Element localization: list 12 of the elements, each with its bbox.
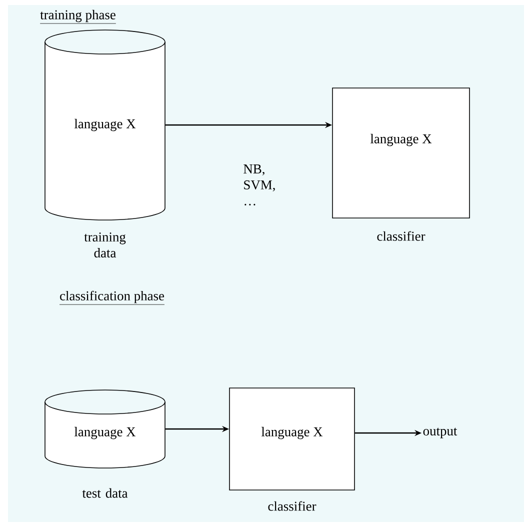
output-text: output	[423, 428, 458, 438]
classifier-box: language X	[229, 388, 355, 490]
node-label: classifier	[268, 501, 316, 511]
section-heading: training phase	[40, 10, 116, 24]
edge-label: NB, SVM, …	[244, 164, 275, 206]
classifier-box: language X	[332, 88, 470, 218]
node-label: test data	[82, 488, 128, 498]
node-label: classifier	[377, 231, 426, 241]
cylinder: language X	[44, 390, 166, 468]
cylinder: language X	[44, 30, 166, 220]
node-label: training data	[84, 232, 126, 258]
section-heading: classification phase	[59, 290, 165, 305]
